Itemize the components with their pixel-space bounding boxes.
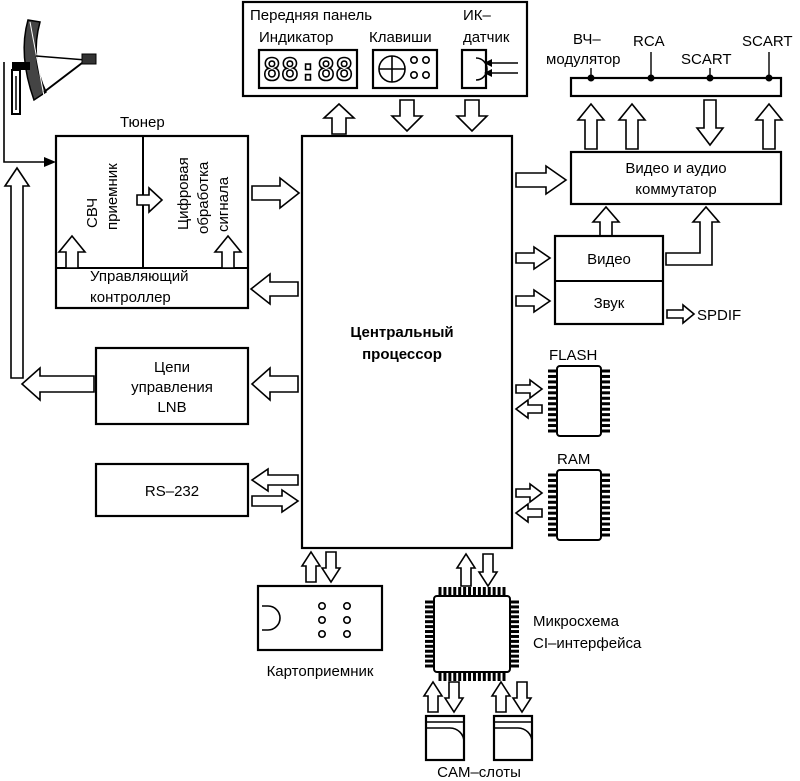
microwave-receiver-label-1: СВЧ: [84, 198, 101, 228]
arrow-ci-to-cpu: [455, 552, 477, 587]
arrow-lnb-to-feed: [20, 366, 95, 402]
controller-label-1: Управляющий: [90, 268, 189, 285]
arrow-switch-to-rf: [576, 102, 606, 150]
rca-label: RCA: [633, 33, 665, 50]
cpu-box: [300, 134, 514, 550]
arrow-controller-to-microwave: [57, 234, 87, 269]
indicator-digits: 88:88: [263, 53, 353, 88]
rf-modulator-label-2: модулятор: [546, 51, 621, 68]
lnb-label-2: управления: [131, 379, 213, 396]
arrow-video-to-av-switch: [591, 205, 621, 237]
arrow-cpu-to-card: [320, 551, 342, 584]
cpu-label-2: процессор: [362, 346, 442, 363]
arrow-lnb-to-dish: [3, 166, 31, 379]
lnb-box: [94, 346, 250, 426]
arrow-audio-to-spdif: [666, 303, 696, 325]
card-slot-notch: [262, 605, 281, 631]
arrow-keys-to-cpu: [390, 99, 424, 133]
arrow-cpu-to-ci: [477, 553, 499, 588]
spdif-label: SPDIF: [697, 307, 741, 324]
arrow-scart1-to-switch: [695, 99, 725, 147]
controller-label-2: контроллер: [90, 289, 171, 306]
keypad-dpad-icon: [378, 55, 406, 83]
arrow-cpu-to-rs232: [250, 467, 299, 493]
arrow-cpu-to-controller: [249, 272, 299, 306]
dish-cable-arrowhead: [44, 157, 56, 167]
arrow-ci-to-cam2: [511, 681, 533, 714]
arrow-card-to-cpu: [300, 550, 322, 583]
ci-label-2: CI–интерфейса: [533, 635, 642, 652]
arrow-cam1-to-ci: [422, 680, 444, 713]
rf-modulator-label-1: ВЧ–: [573, 31, 601, 48]
key-button-icon: [421, 55, 430, 64]
cam-slots-label: CAM–слоты: [437, 764, 521, 781]
av-switch-label-1: Видео и аудио: [625, 160, 726, 177]
indicator-label: Индикатор: [259, 29, 334, 46]
arrow-switch-to-rca: [617, 102, 647, 150]
arrow-rs232-to-cpu: [251, 488, 300, 514]
arrow-cpu-to-audio: [515, 288, 552, 314]
flash-label: FLASH: [549, 347, 597, 364]
arrow-cam2-to-ci: [490, 680, 512, 713]
arrow-cpu-to-av-switch: [515, 164, 568, 196]
indicator-display: [257, 48, 359, 90]
arrow-cpu-to-video: [515, 245, 552, 271]
ram-label: RAM: [557, 451, 590, 468]
audio-label: Звук: [594, 295, 625, 312]
arrow-ir-to-cpu: [455, 99, 489, 133]
cpu-label-1: Центральный: [350, 324, 453, 341]
flash-chip: [548, 365, 610, 437]
output-bar: [569, 76, 783, 98]
key-button-icon: [421, 71, 430, 80]
rs232-label: RS–232: [145, 483, 199, 500]
arrow-ci-to-cam1: [443, 681, 465, 714]
arrow-cpu-to-lnb: [250, 366, 299, 402]
connector-dot: [765, 74, 773, 82]
key-button-icon: [409, 55, 418, 64]
lnb-label-1: Цепи: [154, 359, 190, 376]
av-switch-box: [569, 150, 783, 206]
scart2-label: SCART: [742, 33, 793, 50]
digital-processing-label-3: сигнала: [215, 176, 232, 232]
ram-chip: [548, 469, 610, 541]
av-switch-label-2: коммутатор: [635, 181, 716, 198]
card-reader-label: Картоприемник: [267, 663, 374, 680]
card-contacts: [317, 601, 351, 638]
cam-slot-1-icon: [424, 714, 466, 762]
arrow-switch-to-scart2: [754, 102, 784, 150]
arrow-tuner-to-cpu: [251, 176, 301, 210]
key-button-icon: [409, 71, 418, 80]
digital-processing-label-1: Цифровая: [175, 157, 192, 230]
dish-cable: [3, 62, 44, 163]
arrow-flash-to-cpu: [514, 398, 543, 420]
arrow-cpu-to-flash: [515, 378, 544, 400]
lnb-label-3: LNB: [157, 399, 186, 416]
microwave-receiver-label-2: приемник: [104, 163, 121, 230]
connector-dot: [647, 74, 655, 82]
digital-processing-label-2: обработка: [195, 161, 212, 234]
arrow-cpu-to-indicator: [321, 102, 357, 135]
front-panel-title: Передняя панель: [250, 7, 372, 24]
video-label: Видео: [587, 251, 631, 268]
ci-interface-chip: [425, 587, 519, 681]
connector-dot: [706, 74, 714, 82]
ir-sensor-icon: [460, 48, 518, 90]
tuner-box: [54, 134, 250, 310]
keys-label: Клавиши: [369, 29, 432, 46]
connector-dot: [587, 74, 595, 82]
scart1-label: SCART: [681, 51, 732, 68]
ir-label-2: датчик: [463, 29, 510, 46]
cam-slot-2-icon: [492, 714, 534, 762]
arrow-microwave-to-digital: [136, 186, 164, 214]
satellite-dish-icon: [11, 19, 97, 115]
rs232-box: [94, 462, 250, 518]
ci-label-1: Микросхема: [533, 613, 620, 630]
arrow-video-out-to-av-switch: [665, 205, 721, 266]
ir-label-1: ИК–: [463, 7, 492, 24]
arrow-cpu-to-ram: [515, 482, 544, 504]
arrow-ram-to-cpu: [514, 502, 543, 524]
tuner-title: Тюнер: [120, 114, 165, 131]
arrow-controller-to-digital: [213, 234, 243, 269]
